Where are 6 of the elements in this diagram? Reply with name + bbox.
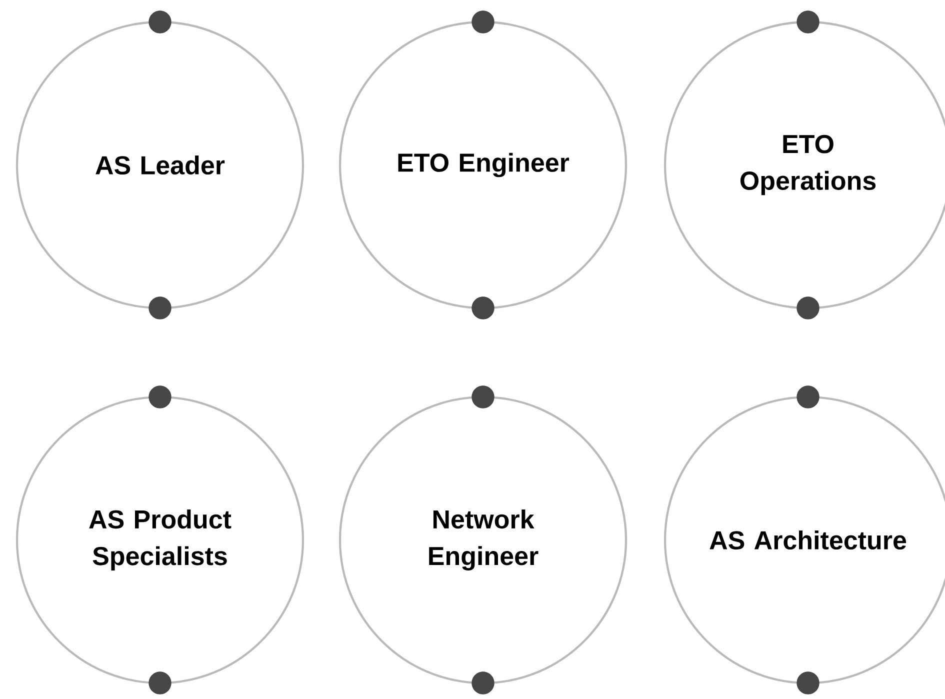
circle-node: AS Leader (16, 10, 304, 320)
circle-node: Network Engineer (338, 386, 628, 694)
circle-node: ETO Operations (664, 10, 945, 320)
circle-node: AS Product Specialists (16, 386, 304, 694)
circle-node: AS Architecture (664, 386, 945, 694)
circle-node: ETO Engineer (338, 10, 628, 320)
